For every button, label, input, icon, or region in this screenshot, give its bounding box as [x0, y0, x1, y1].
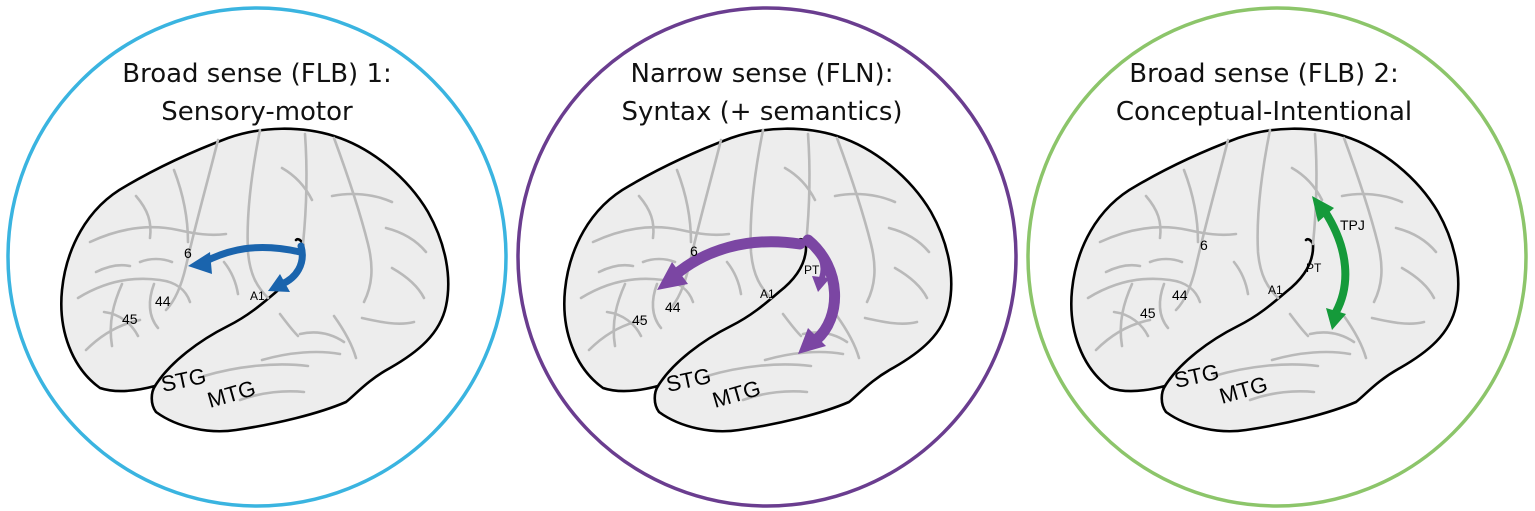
panel-title-line-1: Narrow sense (FLN):	[631, 59, 894, 89]
label-tpj: TPJ	[1340, 217, 1365, 233]
label-a1: A1	[250, 289, 265, 303]
label-area-45: 45	[122, 311, 138, 327]
label-area-45: 45	[632, 312, 648, 328]
label-pt: PT	[804, 263, 820, 277]
panel-title-line-2: Syntax (+ semantics)	[621, 97, 902, 127]
panel-sensory-motor: Broad sense (FLB) 1: Sensory-motor 6 44 …	[6, 6, 508, 508]
label-area-44: 44	[665, 299, 681, 315]
panel-title-line-1: Broad sense (FLB) 2:	[1129, 59, 1399, 89]
label-area-45: 45	[1140, 305, 1156, 321]
panel-syntax: Narrow sense (FLN): Syntax (+ semantics)…	[516, 6, 1018, 508]
arrow-tpj-bidirectional	[1312, 196, 1350, 330]
panel-conceptual-intentional: Broad sense (FLB) 2: Conceptual-Intentio…	[1026, 6, 1528, 508]
panel-title-line-1: Broad sense (FLB) 1:	[122, 59, 392, 89]
label-area-6: 6	[690, 243, 698, 259]
label-a1: A1	[760, 287, 775, 301]
label-a1: A1	[1268, 283, 1283, 297]
label-area-44: 44	[1172, 287, 1188, 303]
panel-title-line-2: Sensory-motor	[161, 97, 353, 127]
label-area-44: 44	[155, 293, 171, 309]
arrow-pt-to-mtg	[798, 234, 840, 354]
arrow-pt-to-area44	[657, 236, 806, 290]
arrow-a1-to-area6	[188, 242, 306, 292]
label-area-6: 6	[1200, 237, 1208, 253]
label-area-6: 6	[184, 245, 192, 261]
panel-title-line-2: Conceptual-Intentional	[1116, 97, 1412, 127]
label-pt: PT	[1306, 261, 1322, 275]
